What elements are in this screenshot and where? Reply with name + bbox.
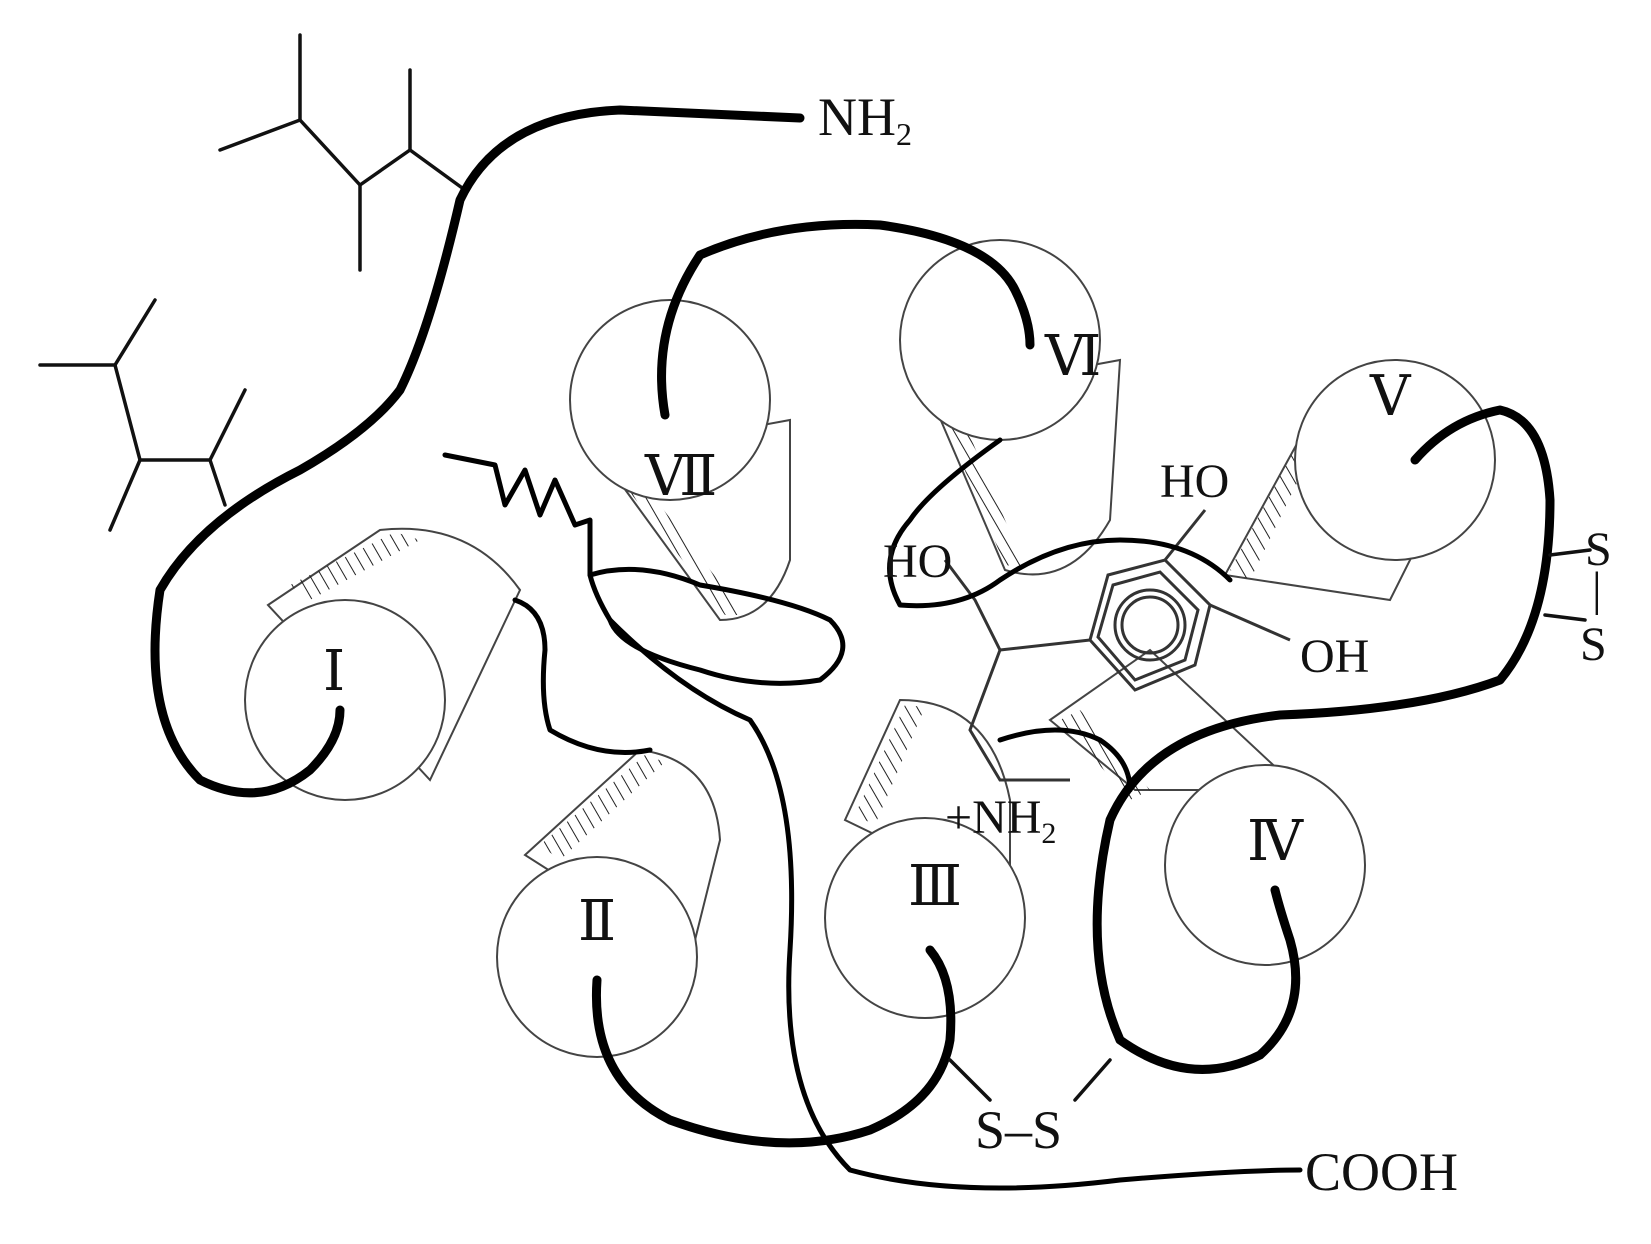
ligand-hydroxyl-oh: OH: [1300, 630, 1369, 683]
disulfide-right-bar: |: [1592, 563, 1602, 616]
disulfide-right-top-s: S: [1585, 523, 1612, 576]
helix-1-cylinder: [244, 527, 522, 801]
helix-1-label: Ⅰ: [323, 641, 345, 703]
helix-3-cylinder: [824, 698, 1026, 1019]
helix-2-label: Ⅱ: [578, 891, 616, 953]
polypeptide-chain: [150, 105, 1555, 1148]
c-terminus-label: COOH: [1305, 1142, 1458, 1202]
helix-7-label: Ⅶ: [644, 446, 717, 508]
glycan-lower: [38, 298, 247, 532]
ligand-hydroxyl-left: HO: [883, 535, 952, 588]
helix-5-label: Ⅴ: [1369, 366, 1412, 428]
n-terminus-label: NH2: [818, 87, 912, 152]
ligand-hydroxyl-right: HO: [1160, 455, 1229, 508]
ligand-molecule: [943, 509, 1291, 782]
glycan-upper: [218, 33, 467, 272]
helix-cylinders: [244, 239, 1496, 1058]
helix-2-cylinder: [496, 748, 722, 1058]
disulfide-bottom-label: S–S: [975, 1100, 1062, 1160]
disulfide-bonds: [948, 548, 1592, 1102]
ligand-amine-label: +NH2: [945, 791, 1056, 850]
connecting-loops: [442, 437, 1303, 1191]
helix-6-cylinder: [899, 239, 1122, 576]
disulfide-right-bottom-s: S: [1580, 618, 1607, 671]
helix-6-label: Ⅵ: [1044, 326, 1101, 388]
helix-5-cylinder: [1223, 359, 1496, 602]
helix-7-cylinder: [569, 299, 791, 622]
helix-4-label: Ⅳ: [1247, 811, 1304, 873]
helix-3-label: Ⅲ: [908, 856, 962, 918]
